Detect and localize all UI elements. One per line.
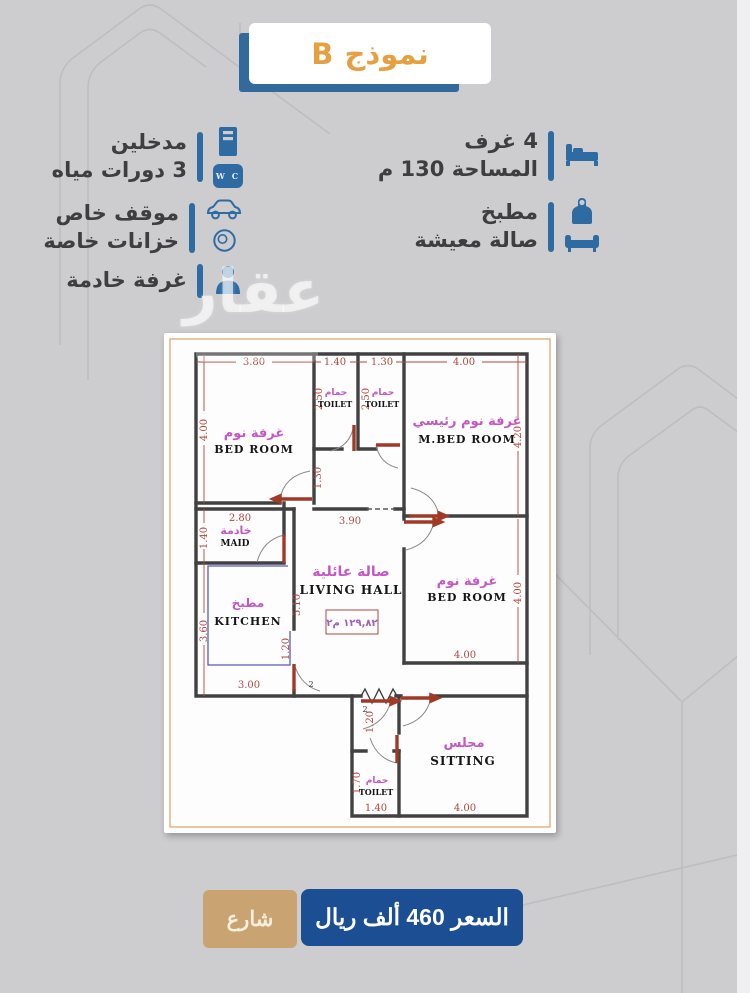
dim: 2.50 — [361, 388, 372, 410]
room-toilet2-ar: حمام — [372, 388, 395, 398]
feature-kitchen-living: مطبخ صالة معيشة — [414, 197, 600, 256]
living-label: صالة معيشة — [414, 227, 538, 252]
tanks-label: خزانات خاصة — [43, 228, 179, 253]
dim: 1.40 — [199, 527, 210, 549]
accent-bar — [548, 130, 554, 181]
street-button[interactable]: شارع — [203, 890, 297, 948]
dim: 1.20 — [281, 638, 292, 660]
dim: 5.10 — [292, 594, 303, 616]
room-sitting-ar: مجلس — [443, 736, 484, 751]
area-box — [325, 609, 379, 635]
dim: 1.30 — [371, 357, 393, 368]
apron-icon — [569, 197, 595, 229]
dim: 4.20 — [513, 426, 524, 448]
room-master-en: M.BED ROOM — [418, 433, 516, 446]
bathrooms-label: 3 دورات مياه — [51, 158, 187, 182]
room-toilet1-ar: حمام — [325, 388, 348, 398]
room-kitchen-ar: مطبخ — [232, 596, 265, 610]
room-kitchen-en: KITCHEN — [214, 615, 281, 628]
dim: 2.50 — [314, 388, 325, 410]
street-label: شارع — [226, 907, 274, 931]
dim: 3.60 — [199, 620, 210, 642]
feature-parking-tanks: موقف خاص خزانات خاصة — [43, 198, 243, 257]
dim: 1.30 — [313, 467, 324, 489]
room-labels: غرفة نوم BED ROOM حمام TOILET حمام TOILE… — [214, 388, 521, 797]
parking-label: موقف خاص — [55, 200, 179, 225]
floor-plan: 3.80 1.40 1.30 4.00 4.00 2.50 2.50 4.20 … — [164, 333, 556, 833]
dim: 1.40 — [365, 803, 387, 814]
door-leaves — [268, 425, 451, 763]
kitchen-counter — [207, 565, 291, 666]
room-toilet-b-en: TOILET — [359, 787, 393, 797]
room-maid-ar: خادمة — [220, 524, 251, 537]
room-toilet-b-ar: حمام — [366, 776, 389, 786]
room-hall-en: LIVING HALL — [300, 583, 403, 597]
dim: 1.20 — [365, 711, 376, 733]
feature-rooms-area: 4 غرف المساحة 130 م — [378, 128, 600, 183]
price-label: السعر 460 ألف ريال — [315, 904, 509, 930]
rooms-count-label: 4 غرف — [464, 129, 538, 153]
dimension-labels: 3.80 1.40 1.30 4.00 4.00 2.50 2.50 4.20 … — [199, 357, 524, 814]
dim: 3.80 — [243, 357, 265, 368]
room-toilet1-en: TOILET — [318, 399, 352, 409]
dimension-lines — [196, 354, 527, 696]
title-card: نموذج B — [249, 23, 491, 84]
dim: 4.00 — [454, 650, 476, 661]
floor-plan-drawing: 3.80 1.40 1.30 4.00 4.00 2.50 2.50 4.20 … — [169, 338, 551, 828]
watermark-strip — [196, 347, 318, 362]
entrances-label: مدخلين — [110, 130, 187, 155]
feature-entrances-baths: مدخلين 3 دورات مياه W C — [52, 126, 243, 188]
wc-icon: W C — [213, 164, 243, 188]
room-bedroom-r-ar: غرفة نوم — [437, 574, 497, 589]
maid-room-label: غرفة خادمة — [66, 267, 187, 292]
room-bedroom-tl-ar: غرفة نوم — [224, 426, 284, 441]
dim: 1.70 — [352, 772, 363, 794]
person-icon — [213, 263, 243, 298]
dim: 4.00 — [513, 582, 524, 604]
room-sitting-en: SITTING — [430, 754, 496, 768]
area-label: المساحة 130 م — [377, 156, 538, 181]
dim: 4.00 — [453, 357, 475, 368]
accent-bar — [548, 201, 554, 252]
room-bedroom-tl-en: BED ROOM — [214, 443, 294, 456]
accent-bar — [189, 202, 195, 253]
room-bedroom-r-en: BED ROOM — [427, 591, 507, 604]
dim: 1.40 — [324, 357, 346, 368]
accent-bar — [197, 132, 203, 182]
entry-zigzag — [360, 687, 398, 705]
price-button[interactable]: السعر 460 ألف ريال — [301, 889, 523, 946]
door-tag: 2 — [308, 680, 313, 689]
feature-maid-room: غرفة خادمة — [66, 263, 243, 298]
sofa-icon — [564, 232, 600, 256]
watermark-text: عقار — [183, 257, 325, 327]
page-title: نموذج B — [311, 36, 429, 71]
dim: 3.00 — [238, 680, 260, 691]
accent-bar — [197, 263, 203, 298]
tank-icon — [212, 228, 237, 257]
room-toilet2-en: TOILET — [365, 399, 399, 409]
car-icon — [205, 198, 243, 225]
room-master-ar: غرفة نوم رئيسي — [412, 414, 521, 429]
dim: 4.00 — [454, 803, 476, 814]
dim: 4.00 — [199, 419, 210, 441]
dim: 3.90 — [339, 516, 361, 527]
door-tag: 2 — [362, 705, 367, 714]
bed-icon — [564, 140, 600, 171]
hall-area-value: ١٢٩,٨٢ م٢ — [326, 618, 377, 629]
room-maid-en: MAID — [221, 539, 250, 549]
door-icon — [216, 126, 240, 161]
dim: 2.80 — [229, 513, 251, 524]
room-hall-ar: صالة عائلية — [312, 564, 389, 580]
kitchen-label: مطبخ — [480, 199, 538, 224]
right-edge-strip — [737, 0, 750, 993]
